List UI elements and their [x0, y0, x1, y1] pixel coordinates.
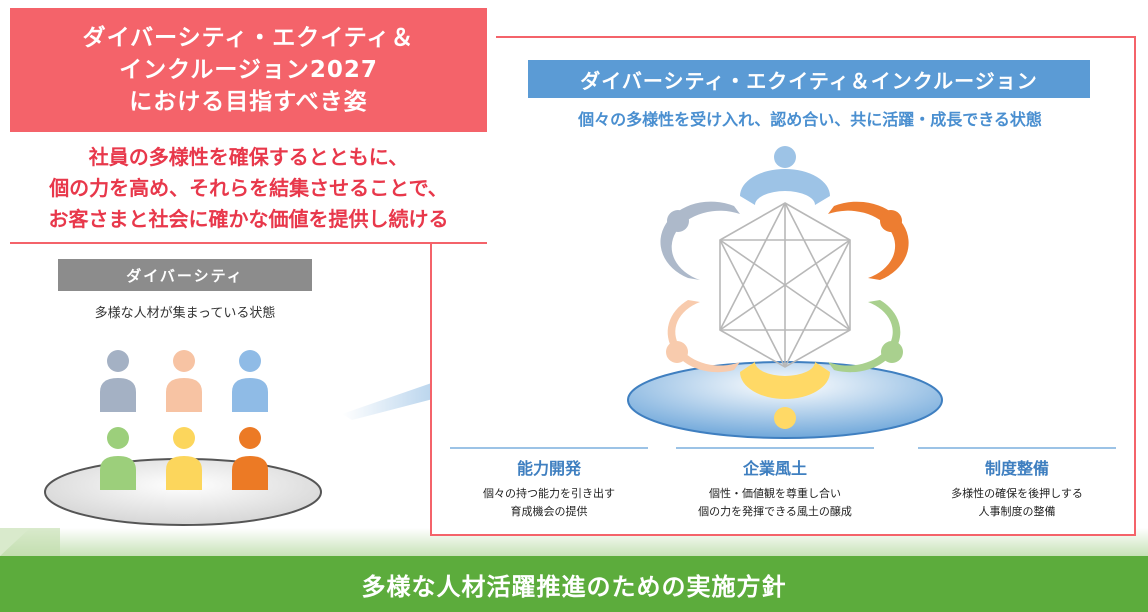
- pillar-divider: [918, 447, 1116, 449]
- pillar-divider: [450, 447, 648, 449]
- vision-title-box: ダイバーシティ・エクイティ＆ インクルージョン2027 における目指すべき姿: [10, 8, 487, 132]
- pillar-desc-line: 個々の持つ能力を引き出す: [483, 487, 615, 500]
- mission-divider: [10, 242, 487, 244]
- person-icon: [100, 350, 136, 412]
- dei-title: ダイバーシティ・エクイティ＆インクルージョン: [528, 60, 1090, 98]
- pillar-desc-line: 育成機会の提供: [510, 505, 588, 518]
- vision-title-line: における目指すべき姿: [129, 89, 368, 115]
- mission-line: 個の力を高め、それらを結集させることで、: [49, 176, 448, 200]
- diversity-subtitle: 多様な人材が集まっている状態: [94, 306, 276, 321]
- vision-title-line: ダイバーシティ・エクイティ＆: [82, 25, 415, 51]
- policy-banner: 多様な人材活躍推進のための実施方針: [0, 556, 1148, 612]
- pillar-desc-line: 人事制度の整備: [978, 505, 1056, 518]
- pillar-desc-line: 多様性の確保を後押しする: [951, 487, 1083, 500]
- mission-line: お客さまと社会に確かな価値を提供し続ける: [48, 207, 449, 231]
- pillar-divider: [676, 447, 874, 449]
- person-icon: [166, 350, 202, 412]
- person-icon: [166, 427, 202, 490]
- pillar-title: 企業風土: [742, 459, 807, 478]
- pillar-title: 能力開発: [516, 459, 581, 478]
- dei-subtitle: 個々の多様性を受け入れ、認め合い、共に活躍・成長できる状態: [578, 110, 1042, 129]
- vision-title-line: インクルージョン2027: [119, 57, 378, 83]
- mission-statement: 社員の多様性を確保するとともに、 個の力を高め、それらを結集させることで、 お客…: [10, 142, 487, 235]
- pillar-capability-development: 能力開発 個々の持つ能力を引き出す 育成機会の提供: [450, 447, 648, 521]
- person-icon: [232, 350, 268, 412]
- person-icon: [100, 427, 136, 490]
- pillar-desc-line: 個の力を発揮できる風土の醸成: [698, 505, 852, 518]
- connection-hexagon: [719, 202, 851, 368]
- pillar-system-development: 制度整備 多様性の確保を後押しする 人事制度の整備: [918, 447, 1116, 521]
- person-icon: [232, 427, 268, 490]
- people-ring: [660, 146, 909, 429]
- mission-line: 社員の多様性を確保するとともに、: [88, 145, 409, 169]
- pillar-desc-line: 個性・価値観を尊重し合い: [709, 487, 841, 500]
- diversity-title: ダイバーシティ: [58, 259, 312, 291]
- pillar-title: 制度整備: [984, 459, 1049, 478]
- pillar-corporate-culture: 企業風土 個性・価値観を尊重し合い 個の力を発揮できる風土の醸成: [676, 447, 874, 521]
